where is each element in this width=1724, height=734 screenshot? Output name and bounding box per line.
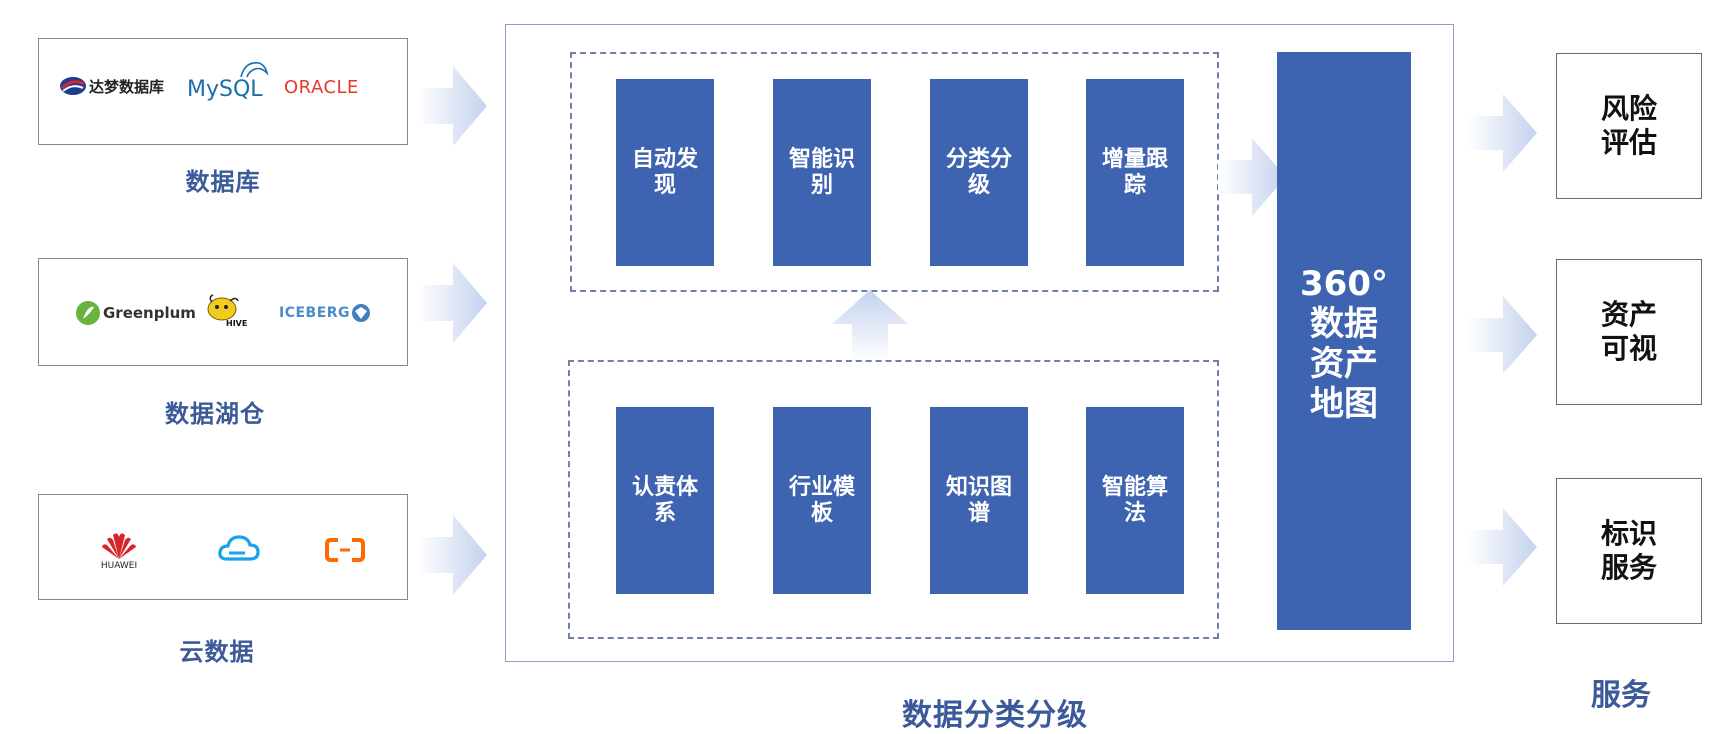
- dolphin-icon: [240, 61, 269, 78]
- asset-map-line-2: 数据: [1310, 304, 1378, 344]
- asset-map-line-4: 地图: [1310, 384, 1378, 424]
- bee-icon: [207, 294, 239, 321]
- block-smart-recognition: 智能识别: [773, 79, 871, 266]
- block-smart-algorithm: 智能算法: [1086, 407, 1184, 594]
- huawei-logo-text: HUAWEI: [100, 561, 138, 571]
- service-label: 风险评估: [1600, 92, 1657, 159]
- mysql-logo-text: MySQL: [187, 77, 263, 102]
- dameng-logo-text: 达梦数据库: [89, 77, 165, 96]
- source-label-database: 数据库: [185, 168, 261, 196]
- asset-map-line-3: 资产: [1310, 344, 1378, 384]
- tencent-cloud-icon: [218, 535, 260, 561]
- iceberg-logo: ICEBERG: [279, 303, 371, 323]
- arrow-right-icon: [417, 263, 487, 343]
- huawei-icon: [102, 533, 136, 559]
- arrow-right-icon: [1467, 94, 1537, 172]
- block-classification: 分类分级: [930, 79, 1028, 266]
- oracle-logo: ORACLE: [284, 77, 359, 98]
- aliyun-icon: [325, 538, 365, 562]
- arrow-right-icon: [1218, 138, 1286, 216]
- asset-map-panel: 360° 数据 资产 地图: [1277, 52, 1411, 630]
- asset-map-line-1: 360°: [1300, 264, 1388, 304]
- service-label: 标识服务: [1600, 517, 1657, 584]
- arrow-right-icon: [1467, 296, 1537, 374]
- hive-logo: HIVE: [204, 293, 248, 333]
- source-box-database: 达梦数据库 MySQL ORACLE: [38, 38, 408, 145]
- arrow-right-icon: [1467, 508, 1537, 586]
- center-title: 数据分类分级: [902, 698, 1088, 733]
- greenplum-logo-text: Greenplum: [103, 304, 196, 322]
- source-label-cloud: 云数据: [179, 638, 255, 666]
- service-label: 资产可视: [1600, 298, 1657, 365]
- dameng-icon: [60, 77, 86, 95]
- iceberg-icon: [352, 304, 371, 322]
- services-title: 服务: [1591, 678, 1651, 713]
- service-asset-visibility: 资产可视: [1556, 259, 1702, 405]
- arrow-up-icon: [832, 290, 908, 362]
- mysql-logo: MySQL: [187, 61, 269, 102]
- huawei-logo: HUAWEI: [99, 531, 139, 571]
- source-label-lakehouse: 数据湖仓: [165, 400, 265, 428]
- arrow-right-icon: [417, 515, 487, 595]
- greenplum-logo: Greenplum: [75, 300, 196, 326]
- oracle-logo-text: ORACLE: [284, 77, 359, 98]
- classification-frame: [505, 24, 1454, 662]
- source-box-cloud: HUAWEI: [38, 494, 408, 600]
- dameng-logo: 达梦数据库: [59, 75, 164, 97]
- block-industry-template: 行业模板: [773, 407, 871, 594]
- hive-logo-text: HIVE: [226, 319, 248, 328]
- tencent-cloud-logo: [217, 533, 261, 563]
- block-incremental-tracking: 增量跟踪: [1086, 79, 1184, 266]
- arrow-right-icon: [417, 66, 487, 146]
- service-tagging: 标识服务: [1556, 478, 1702, 624]
- source-box-lakehouse: Greenplum HIVE ICEBERG: [38, 258, 408, 366]
- block-responsibility: 认责体系: [616, 407, 714, 594]
- greenplum-icon: [76, 301, 100, 325]
- capability-group-bottom: [568, 360, 1219, 639]
- iceberg-logo-text: ICEBERG: [279, 305, 351, 321]
- aliyun-logo: [325, 537, 365, 563]
- block-auto-discovery: 自动发现: [616, 79, 714, 266]
- service-risk-assessment: 风险评估: [1556, 53, 1702, 199]
- block-knowledge-graph: 知识图谱: [930, 407, 1028, 594]
